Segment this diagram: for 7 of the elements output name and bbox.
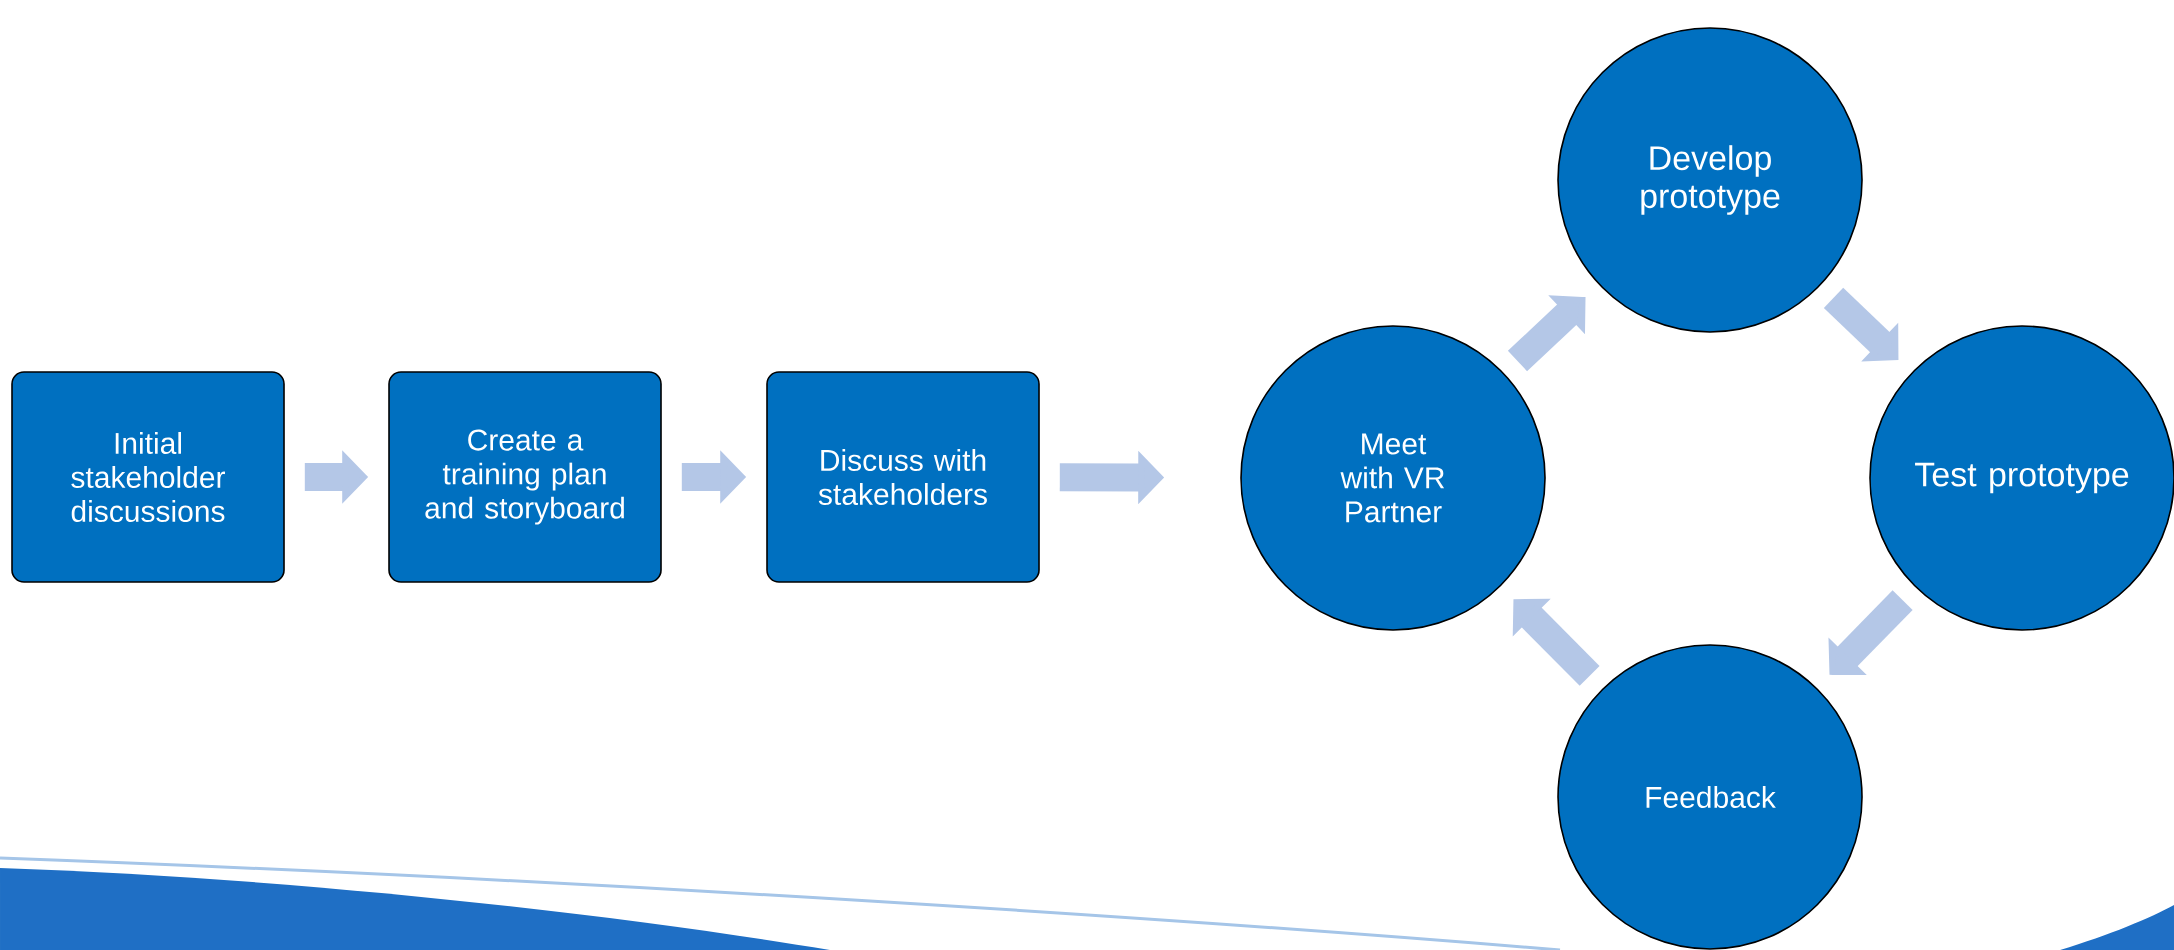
process-box: Discuss with stakeholders bbox=[766, 371, 1040, 583]
process-box: Create a training plan and storyboard bbox=[388, 371, 662, 583]
block-arrow bbox=[1828, 590, 1913, 676]
block-arrow bbox=[1507, 295, 1586, 372]
process-box: Initial stakeholder discussions bbox=[11, 371, 285, 583]
block-arrow bbox=[1823, 287, 1899, 362]
block-arrow bbox=[1512, 598, 1600, 686]
